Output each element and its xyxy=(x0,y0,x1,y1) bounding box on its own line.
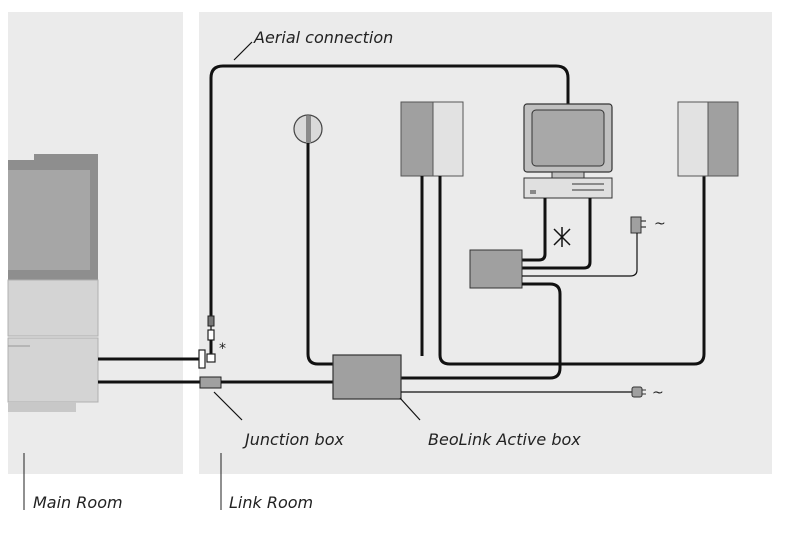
junction-box xyxy=(199,376,222,389)
right-speaker xyxy=(677,101,739,177)
interface-box xyxy=(469,249,523,289)
beolink-active-box-label: BeoLink Active box xyxy=(428,430,581,449)
main-room-tv xyxy=(7,154,99,412)
beolink-active-box xyxy=(332,354,402,400)
aerial-cable xyxy=(209,64,570,318)
aerial-plug xyxy=(207,315,215,327)
computer-base-unit xyxy=(523,177,613,199)
power-plug-bottom xyxy=(631,386,646,398)
asterisk-note: * xyxy=(219,341,226,357)
link-room-area xyxy=(199,12,772,474)
aerial-connection-label: Aerial connection xyxy=(253,28,393,47)
round-speaker xyxy=(293,114,323,144)
no-connection-mark xyxy=(553,227,571,247)
aerial-splitter xyxy=(198,349,206,369)
junction-box-label: Junction box xyxy=(242,430,344,449)
left-speaker xyxy=(400,101,464,177)
computer-monitor xyxy=(523,103,613,179)
main-room-label: Main Room xyxy=(33,493,123,512)
mains-symbol-bottom: ~ xyxy=(652,385,664,401)
link-room-label: Link Room xyxy=(229,493,313,512)
mains-symbol-top: ~ xyxy=(654,216,666,232)
power-adapter-top xyxy=(630,216,646,234)
